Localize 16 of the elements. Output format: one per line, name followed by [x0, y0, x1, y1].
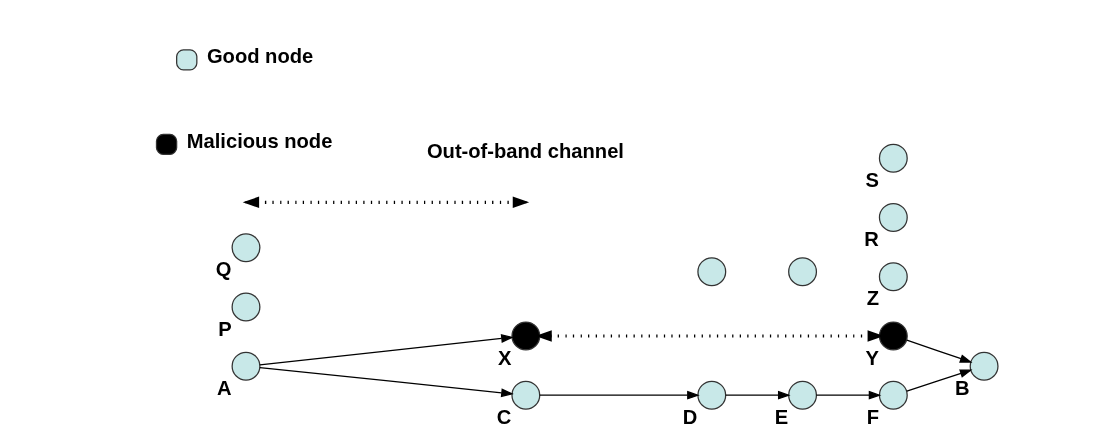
node-label: C: [496, 405, 511, 428]
node-label: P: [217, 317, 232, 340]
node-label: X: [497, 346, 512, 369]
node-label: D: [682, 405, 697, 428]
legend-label: Out-of-band channel: [426, 139, 624, 162]
node-label: B: [954, 376, 970, 399]
legend-label: Malicious node: [186, 129, 332, 152]
legend-label: Good node: [206, 45, 313, 68]
node-label: R: [863, 228, 879, 251]
node-label: Y: [865, 346, 879, 369]
node-label: Q: [215, 258, 231, 281]
node-label: A: [216, 376, 232, 399]
node-label: S: [865, 168, 879, 191]
node-label: F: [866, 405, 879, 428]
node-label: Z: [866, 287, 879, 310]
node-label: E: [774, 405, 788, 428]
